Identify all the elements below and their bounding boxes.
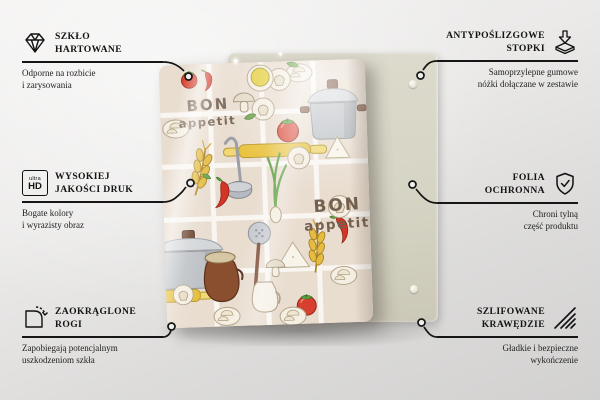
callout-rule xyxy=(22,201,163,203)
callout-description: część produktu xyxy=(523,220,578,231)
callout-description: Gładkie i bezpieczne xyxy=(502,342,578,353)
callout-description: wykończenie xyxy=(530,354,578,365)
callout-title: KRAWĘDZIE xyxy=(481,319,545,330)
callout-title: ZAOKRĄGLONE xyxy=(55,306,137,317)
callout-rule xyxy=(437,336,578,338)
callout-description: Samoprzylepne gumowe xyxy=(488,66,578,77)
callout-title: JAKOŚCI DRUK xyxy=(55,184,134,195)
callout-title: ROGI xyxy=(55,319,83,330)
callout-description: Odporne na rozbicie xyxy=(22,67,96,78)
rounded-corner-icon xyxy=(22,305,48,331)
callout-rule xyxy=(437,202,578,204)
callout-title: SZLIFOWANE xyxy=(477,306,545,317)
polished-edge-icon xyxy=(552,305,578,331)
callout-title: FOLIA xyxy=(512,172,545,183)
callout-wysokiej-jakosci-druk: ultra HD WYSOKIEJ JAKOŚCI DRUK Bogate ko… xyxy=(22,167,163,231)
ultra-hd-icon-label: HD xyxy=(28,180,42,192)
ultra-hd-icon: ultra HD xyxy=(22,170,48,196)
callout-title: HARTOWANE xyxy=(55,44,123,55)
callout-description: Bogate kolory xyxy=(22,207,74,218)
callout-szlifowane-krawedzie: SZLIFOWANE KRAWĘDZIE Gładkie i bezpieczn… xyxy=(437,302,578,366)
glass-splashback-panel: BON appetit BON appetit xyxy=(158,58,374,329)
anti-slip-feet-icon xyxy=(552,29,578,55)
shield-check-icon xyxy=(552,171,578,197)
callout-title: WYSOKIEJ xyxy=(55,171,110,182)
sparkle-glint: ✦ xyxy=(231,55,241,68)
callout-title: ANTYPOŚLIZGOWE xyxy=(446,30,545,41)
callout-rule xyxy=(22,61,163,63)
callout-folia-ochronna: FOLIA OCHRONNA Chroni tylną część produk… xyxy=(437,168,578,232)
callout-description: Chroni tylną xyxy=(532,208,578,219)
diamond-icon xyxy=(22,30,48,56)
callout-rule xyxy=(437,60,578,62)
callout-szklo-hartowane: SZKŁO HARTOWANE Odporne na rozbicie i za… xyxy=(22,27,163,91)
callout-rule xyxy=(22,336,163,338)
sparkle-glint: ✦ xyxy=(277,50,284,59)
callout-antyposlizgowe-stopki: ANTYPOŚLIZGOWE STOPKI Samoprzylepne gumo… xyxy=(437,26,578,90)
callout-description: nóżki dołączane w zestawie xyxy=(477,78,578,89)
callout-description: i wyrazisty obraz xyxy=(22,219,84,230)
callout-title: SZKŁO xyxy=(55,31,91,42)
callout-title: OCHRONNA xyxy=(484,185,545,196)
ultra-hd-icon-label: ultra xyxy=(29,175,41,182)
callout-zaokraglone-rogi: ZAOKRĄGLONE ROGI Zapobiegają potencjalny… xyxy=(22,302,163,366)
callout-description: Zapobiegają potencjalnym xyxy=(22,342,118,353)
callout-description: uszkodzeniom szkła xyxy=(22,354,95,365)
callout-title: STOPKI xyxy=(506,43,545,54)
rubber-foot xyxy=(409,80,417,88)
callout-description: i zarysowania xyxy=(22,79,72,90)
rubber-foot xyxy=(410,285,418,293)
